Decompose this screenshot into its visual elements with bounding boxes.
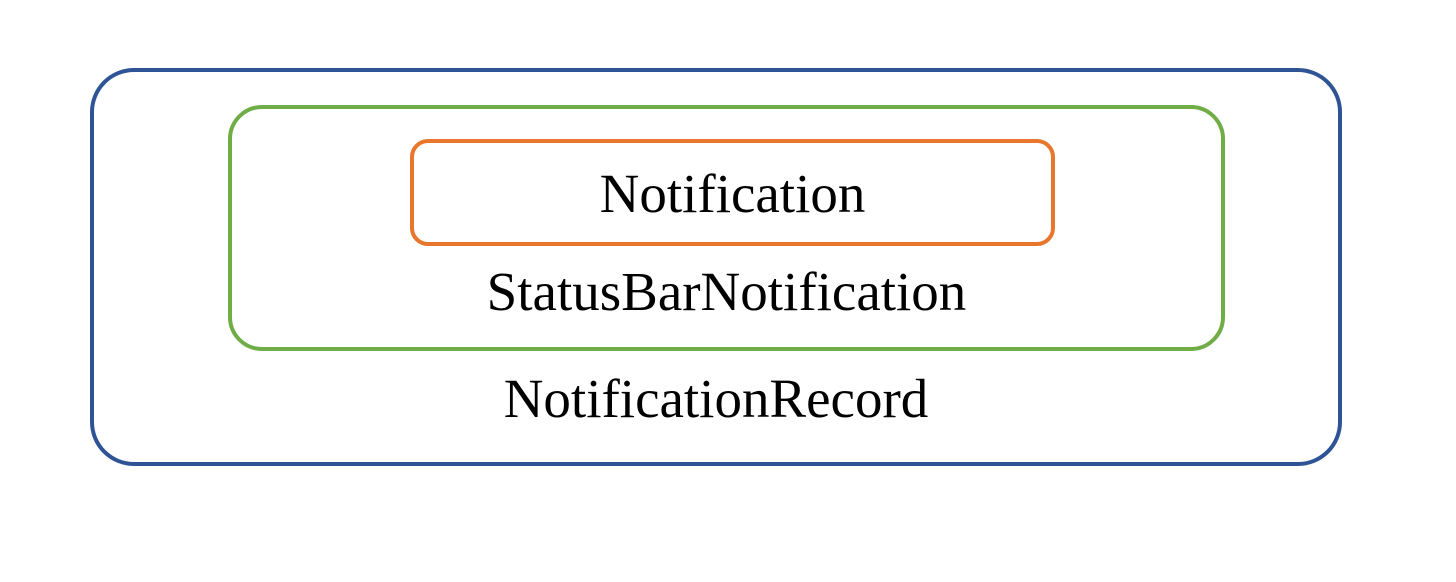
box-notification-record[interactable]: Notification StatusBarNotification Notif… bbox=[90, 68, 1342, 466]
label-status-bar-notification: StatusBarNotification bbox=[486, 261, 967, 322]
label-notification-record: NotificationRecord bbox=[503, 368, 929, 429]
box-status-bar-notification[interactable]: Notification StatusBarNotification bbox=[228, 105, 1225, 351]
box-notification[interactable]: Notification bbox=[410, 139, 1055, 246]
label-notification: Notification bbox=[599, 163, 866, 224]
